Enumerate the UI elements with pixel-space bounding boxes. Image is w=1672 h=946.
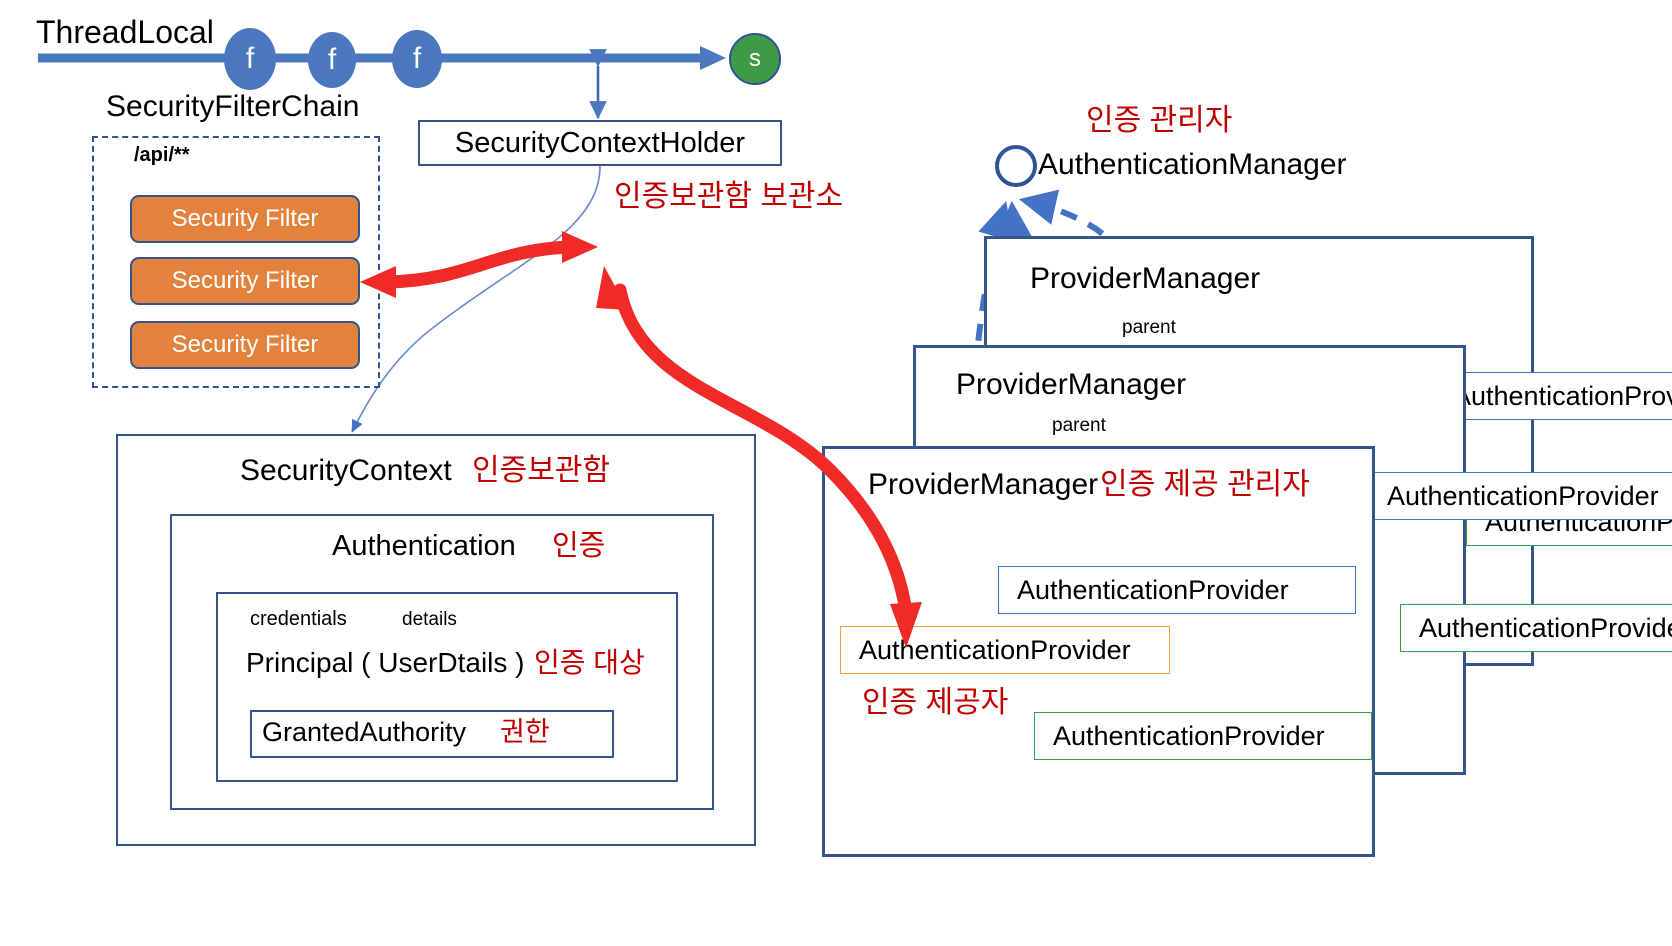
url-pattern-label: /api/** — [134, 144, 190, 166]
authentication-manager-label: AuthenticationManager — [1038, 148, 1347, 181]
provider-manager-3-provider-2-label: AuthenticationProvider — [859, 634, 1131, 665]
provider-manager-3-provider-3[interactable]: AuthenticationProvider — [1034, 712, 1372, 760]
holder-to-context-curve — [351, 165, 601, 433]
filter-node-2-glyph: f — [327, 43, 337, 76]
parent-label-1: parent — [1122, 317, 1176, 338]
filter-chain-region — [92, 136, 380, 388]
thread-local-label: ThreadLocal — [36, 14, 214, 50]
granted-authority-annotation: 권한 — [500, 717, 550, 747]
details-label: details — [402, 609, 457, 630]
context-holder-annotation: 인증보관함 보관소 — [614, 180, 844, 213]
filter-node-2[interactable]: f — [308, 32, 356, 88]
provider-manager-3-provider-2[interactable]: AuthenticationProvider — [840, 626, 1170, 674]
provider-manager-3-label: ProviderManager — [868, 468, 1099, 501]
provider-manager-3-provider-1[interactable]: AuthenticationProvider — [998, 566, 1356, 614]
provider-manager-3-annotation: 인증 제공 관리자 — [1100, 468, 1310, 501]
security-context-annotation: 인증보관함 — [472, 454, 610, 487]
provider-annotation-label: 인증 제공자 — [862, 686, 1009, 719]
authentication-manager-annotation: 인증 관리자 — [1086, 104, 1233, 137]
security-context-label: SecurityContext — [240, 454, 452, 487]
principal-annotation: 인증 대상 — [534, 647, 645, 678]
principal-label: Principal ( UserDtails ) — [246, 647, 525, 678]
provider-manager-1-provider-1[interactable]: AuthenticationProvider — [1434, 372, 1672, 420]
provider-manager-3-provider-3-label: AuthenticationProvider — [1053, 720, 1325, 751]
authentication-annotation: 인증 — [552, 530, 606, 562]
provider-manager-2-provider-1[interactable]: AuthenticationProvider — [1368, 472, 1672, 520]
provider-manager-2-provider-2[interactable]: AuthenticationProvider — [1400, 604, 1672, 652]
provider-manager-1-provider-1-label: AuthenticationProvider — [1453, 380, 1672, 411]
security-filter-chain-title: SecurityFilterChain — [106, 90, 360, 123]
provider-manager-1-label: ProviderManager — [1030, 262, 1261, 295]
provider-manager-2-provider-2-label: AuthenticationProvider — [1419, 612, 1672, 643]
parent-label-2: parent — [1052, 415, 1106, 436]
servlet-node-glyph: s — [749, 45, 761, 72]
filter-node-3[interactable]: f — [392, 30, 442, 88]
provider-manager-3-provider-1-label: AuthenticationProvider — [1017, 574, 1289, 605]
filter-node-1[interactable]: f — [224, 28, 276, 90]
security-filter-1[interactable]: Security Filter — [130, 195, 360, 243]
security-filter-2[interactable]: Security Filter — [130, 257, 360, 305]
granted-authority-label: GrantedAuthority — [262, 717, 467, 747]
provider-manager-2-provider-1-label: AuthenticationProvider — [1387, 480, 1659, 511]
provider-manager-2-label: ProviderManager — [956, 368, 1187, 401]
filter-node-3-glyph: f — [412, 42, 422, 75]
security-filter-3-label: Security Filter — [171, 331, 319, 358]
security-filter-1-label: Security Filter — [171, 205, 319, 232]
credentials-label: credentials — [250, 608, 347, 630]
interface-circle-icon — [995, 145, 1037, 187]
security-context-holder-box[interactable]: SecurityContextHolder — [418, 120, 782, 166]
security-context-holder-label: SecurityContextHolder — [454, 126, 746, 159]
filter-node-1-glyph: f — [245, 42, 255, 75]
granted-authority-box[interactable] — [250, 710, 614, 758]
security-filter-2-label: Security Filter — [171, 267, 319, 294]
servlet-node[interactable]: s — [729, 33, 781, 85]
authentication-label: Authentication — [332, 530, 516, 562]
security-filter-3[interactable]: Security Filter — [130, 321, 360, 369]
